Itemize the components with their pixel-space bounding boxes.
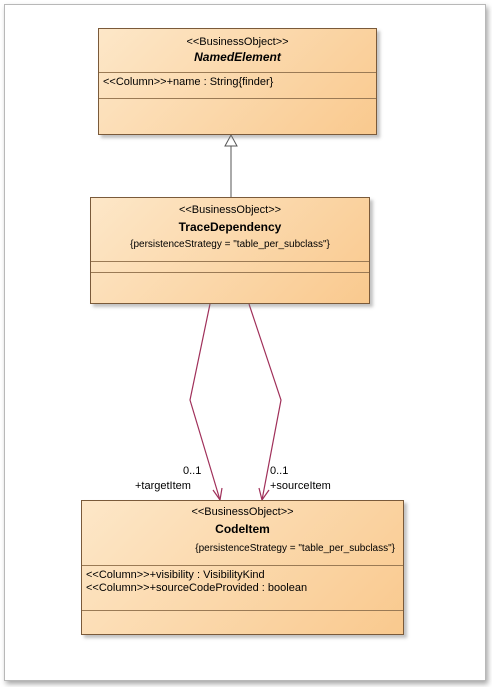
attributes-compartment [91,262,369,273]
stereotype-label: <<BusinessObject>> [178,204,282,216]
constraint-label: {persistenceStrategy = "table_per_subcla… [130,239,330,250]
association-target-line[interactable] [189,303,221,501]
operations-compartment [91,273,369,283]
association-source-line[interactable] [248,303,282,501]
attribute-row[interactable]: <<Column>>+visibility : VisibilityKind [86,569,265,581]
class-header: <<BusinessObject>> CodeItem {persistence… [82,501,403,566]
class-code-item[interactable]: <<BusinessObject>> CodeItem {persistence… [81,500,404,635]
attributes-compartment: <<Column>>+visibility : VisibilityKind <… [82,566,403,611]
class-name: TraceDependency [178,220,282,234]
class-name: CodeItem [215,522,270,536]
class-header: <<BusinessObject>> TraceDependency {pers… [91,198,369,262]
attribute-row[interactable]: <<Column>>+sourceCodeProvided : boolean [86,582,308,594]
constraint-label: {persistenceStrategy = "table_per_subcla… [195,543,395,554]
generalization-arrowhead [224,133,238,147]
source-role: +sourceItem [270,480,331,492]
attribute-row[interactable]: <<Column>>+name : String{finder} [103,76,274,88]
class-name: NamedElement [194,50,281,64]
target-multiplicity: 0..1 [183,465,202,477]
attributes-compartment: <<Column>>+name : String{finder} [99,73,376,99]
stereotype-label: <<BusinessObject>> [186,36,289,48]
class-header: <<BusinessObject>> NamedElement [99,29,376,73]
target-role: +targetItem [135,480,191,492]
class-named-element[interactable]: <<BusinessObject>> NamedElement <<Column… [98,28,377,135]
operations-compartment [82,611,403,634]
stereotype-label: <<BusinessObject>> [191,506,294,518]
operations-compartment [99,99,376,134]
class-trace-dependency[interactable]: <<BusinessObject>> TraceDependency {pers… [90,197,370,304]
source-multiplicity: 0..1 [270,465,289,477]
